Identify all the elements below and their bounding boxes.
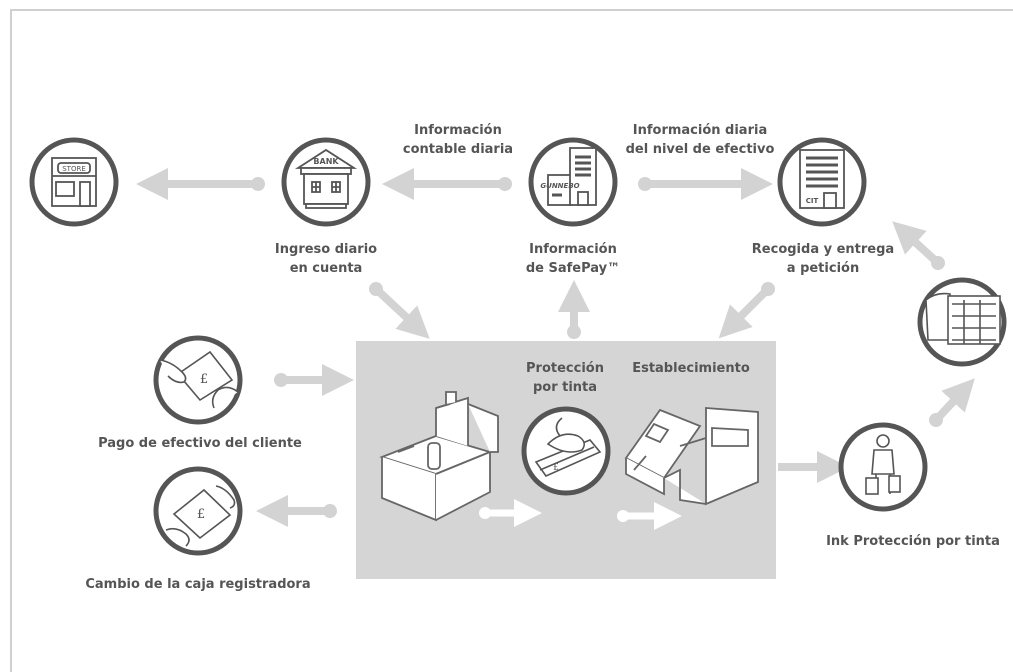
arrow-bank-to-store xyxy=(136,168,265,200)
label-proteccion-line2: por tinta xyxy=(532,380,598,395)
label-pago-text: Pago de efectivo del cliente xyxy=(98,436,302,451)
bank-text: BANK xyxy=(313,157,339,166)
inner-arrows xyxy=(479,499,682,530)
label-info-contable: Información contable diaria xyxy=(398,121,518,159)
gunnebo-icon: GUNNEBO xyxy=(528,137,618,227)
pound-symbol-1: £ xyxy=(200,372,208,387)
label-cambio: Cambio de la caja registradora xyxy=(78,575,318,594)
change-icon: £ xyxy=(153,466,243,556)
label-ingreso-line1: Ingreso diario xyxy=(274,242,378,257)
label-safepay: Información de SafePay™ xyxy=(513,240,633,278)
label-info-nivel-line2: del nivel de efectivo xyxy=(625,142,775,157)
safe-machine-illustration xyxy=(624,407,759,506)
pound-symbol-3: £ xyxy=(553,463,559,473)
label-info-contable-line1: Información xyxy=(414,123,502,138)
courier-icon xyxy=(838,422,928,512)
gunnebo-text: GUNNEBO xyxy=(540,182,579,190)
label-establecimiento: Establecimiento xyxy=(626,359,756,378)
label-safepay-line2: de SafePay™ xyxy=(525,261,621,276)
arrow-cit-to-box xyxy=(718,282,775,339)
label-info-nivel-line1: Información diaria xyxy=(632,123,768,138)
label-recogida: Recogida y entrega a petición xyxy=(748,240,898,278)
cit-text: CIT xyxy=(806,197,819,205)
label-ink-text: Ink Protección por tinta xyxy=(826,534,1000,549)
cash-register-illustration xyxy=(379,391,499,522)
arrow-courier-to-van xyxy=(929,378,975,427)
arrow-gunnebo-to-bank xyxy=(382,168,512,200)
bank-icon: BANK xyxy=(281,137,371,227)
label-pago: Pago de efectivo del cliente xyxy=(90,434,310,453)
label-info-nivel: Información diaria del nivel de efectivo xyxy=(620,121,780,159)
pound-symbol-2: £ xyxy=(197,507,205,522)
label-ingreso-line2: en cuenta xyxy=(289,261,363,276)
diagram-frame xyxy=(10,9,1013,672)
cit-icon: CIT xyxy=(777,137,867,227)
label-proteccion: Protección por tinta xyxy=(510,359,620,397)
store-icon: STORE xyxy=(29,137,119,227)
arrow-box-to-change xyxy=(256,495,337,527)
label-cambio-text: Cambio de la caja registradora xyxy=(85,577,311,592)
label-recogida-line2: a petición xyxy=(786,261,860,276)
arrow-payment-to-box xyxy=(274,364,354,396)
arrow-bank-to-box xyxy=(369,282,430,339)
cash-payment-icon: £ xyxy=(153,335,243,425)
label-proteccion-line1: Protección xyxy=(526,361,604,376)
cash-van-icon xyxy=(917,277,1007,367)
ink-protection-icon: £ xyxy=(521,406,611,496)
store-text: STORE xyxy=(62,165,86,173)
label-ingreso: Ingreso diario en cuenta xyxy=(266,240,386,278)
label-safepay-line1: Información xyxy=(529,242,617,257)
label-ink: Ink Protección por tinta xyxy=(818,532,1008,551)
label-establecimiento-text: Establecimiento xyxy=(632,361,750,376)
label-recogida-line1: Recogida y entrega xyxy=(751,242,895,257)
arrow-van-to-cit xyxy=(892,221,945,270)
arrows xyxy=(136,168,975,527)
arrow-gunnebo-to-cit xyxy=(638,168,773,200)
label-info-contable-line2: contable diaria xyxy=(402,142,514,157)
arrow-box-to-safepay xyxy=(558,280,590,339)
